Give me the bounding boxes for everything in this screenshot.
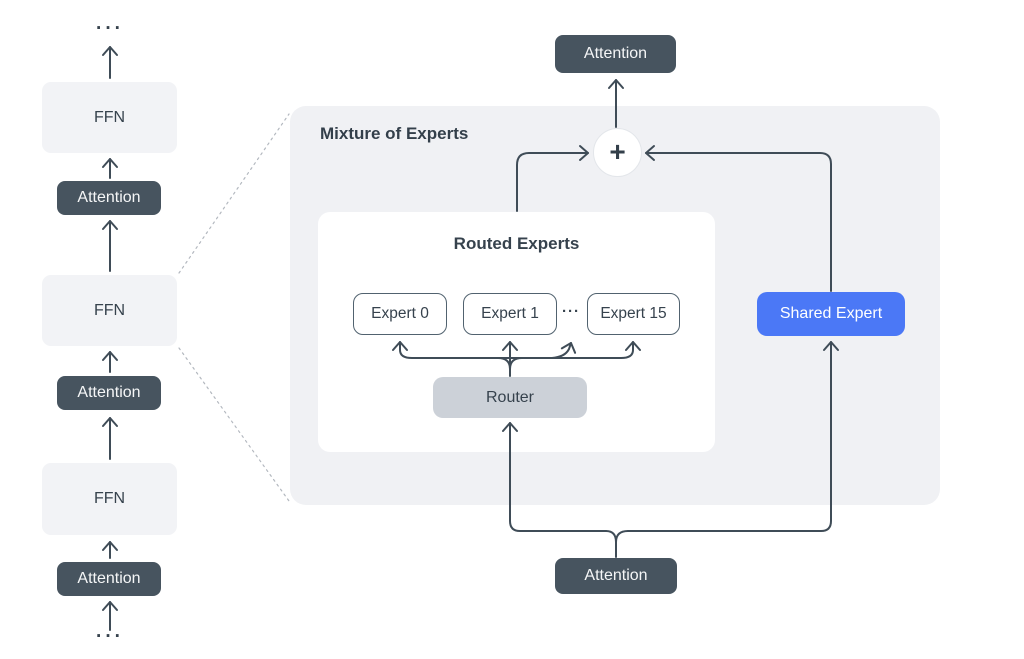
attention-input-box: Attention [555,558,677,594]
ffn-block-2: FFN [42,275,177,346]
router-box: Router [433,377,587,418]
attention-block-3: Attention [57,562,161,596]
ellipsis-top: ··· [96,18,124,39]
attention-block-1: Attention [57,181,161,215]
expert-15-box: Expert 15 [587,293,680,335]
attention-block-2: Attention [57,376,161,410]
routed-experts-title: Routed Experts [453,234,580,253]
attention-split-fork [605,530,629,558]
expert-0-box: Expert 0 [353,293,447,335]
dashed-link-top [178,113,290,274]
ellipsis-bottom: ··· [96,626,124,647]
sum-node: + [593,128,642,177]
plus-icon: + [609,135,626,167]
dashed-link-bottom [178,347,290,502]
experts-ellipsis: ··· [562,303,580,320]
moe-title: Mixture of Experts [320,124,469,143]
ffn-block-1: FFN [42,82,177,153]
expert-1-box: Expert 1 [463,293,557,335]
attention-output-box: Attention [555,35,676,73]
shared-expert-box: Shared Expert [757,292,905,336]
ffn-block-3: FFN [42,463,177,535]
